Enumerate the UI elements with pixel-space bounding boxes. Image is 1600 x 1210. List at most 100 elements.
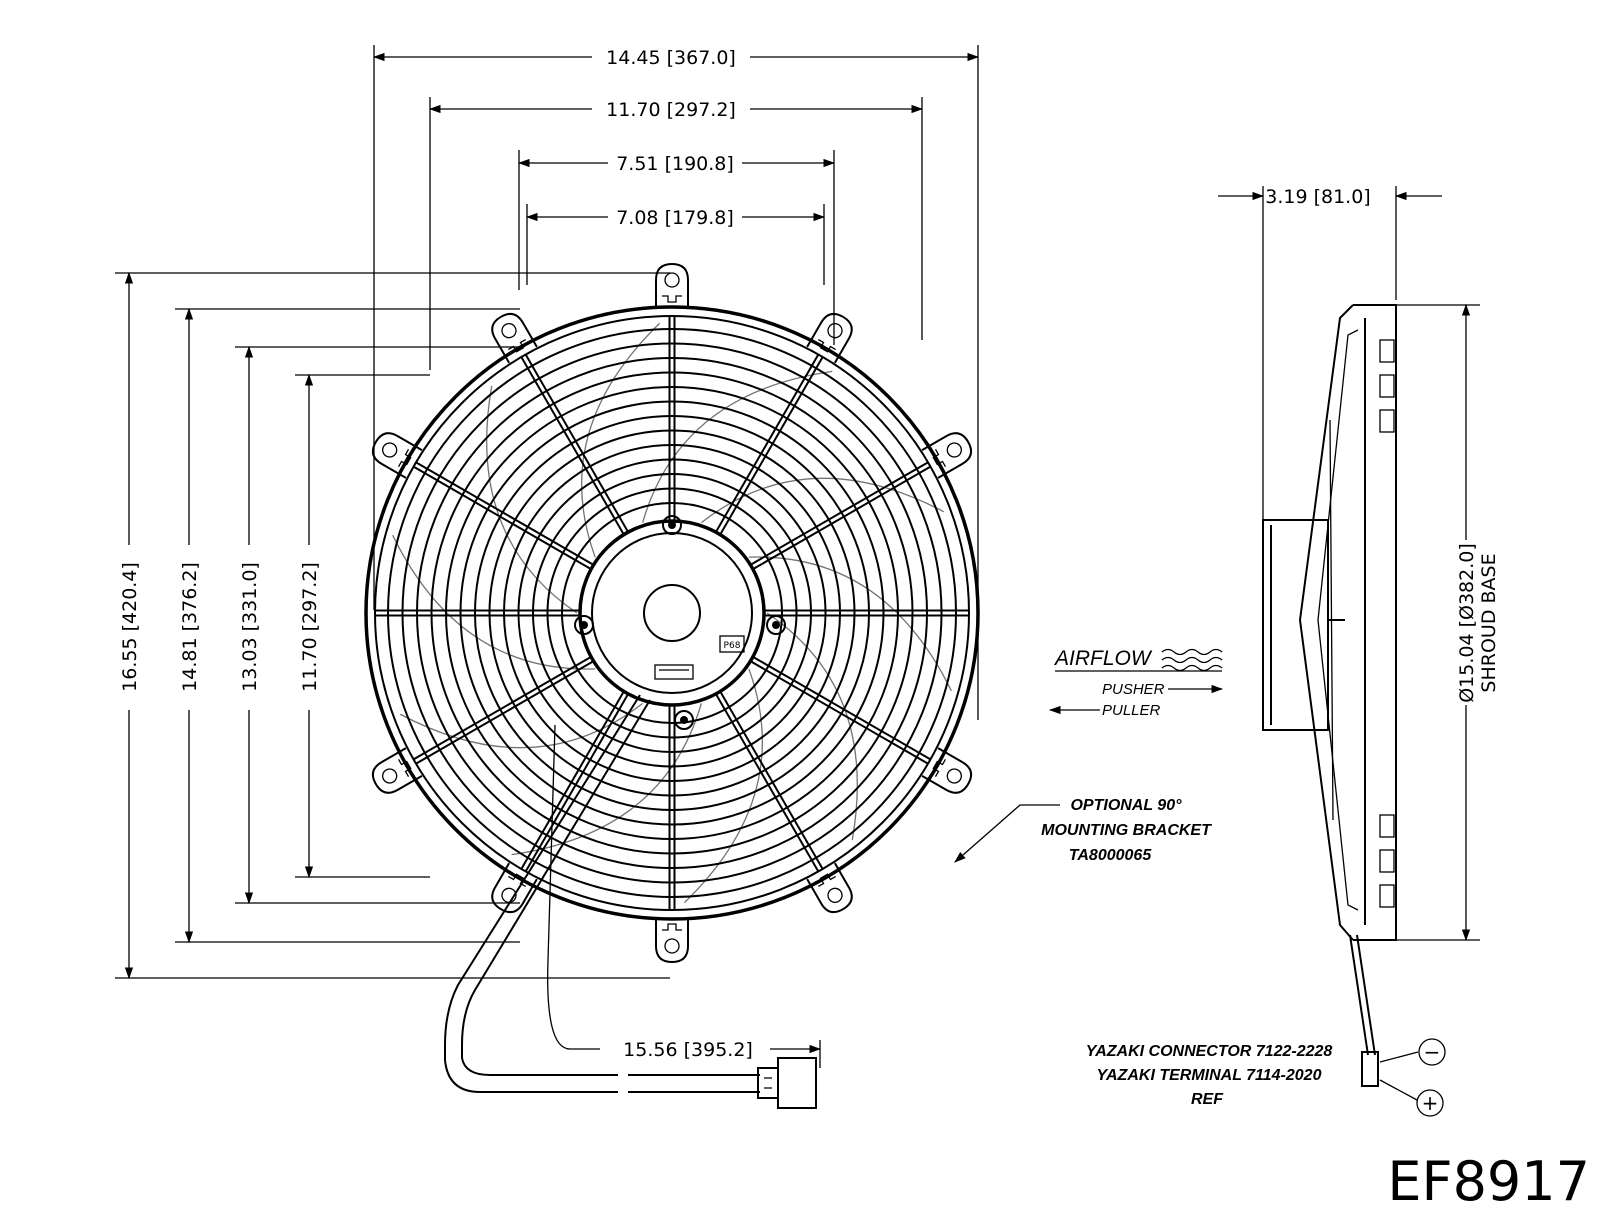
wire-lead-outer: [444, 694, 641, 1093]
guard-spoke: [520, 356, 625, 536]
fan-blade: [700, 477, 945, 524]
guard-spoke: [415, 660, 595, 765]
connector-body: [757, 1067, 779, 1099]
guard-spoke: [413, 465, 592, 571]
guard-spoke: [520, 690, 625, 870]
mount-hole: [827, 323, 843, 339]
dim-lead-length: 15.56 [395.2]: [547, 724, 822, 1068]
fan-blade: [511, 703, 702, 856]
plus-leader: [1379, 1079, 1418, 1101]
model-number: EF8917: [1387, 1150, 1590, 1210]
hub-label: P68: [724, 641, 741, 651]
guard-spoke: [719, 690, 824, 870]
hub-bolt-right: [766, 615, 786, 635]
svg-text:14.81 [376.2]: 14.81 [376.2]: [179, 562, 201, 692]
guard-ring: [401, 342, 943, 884]
blade-profile: [1317, 329, 1359, 911]
minus-sign: −: [1424, 1040, 1441, 1064]
wire-lead-inner: [461, 699, 651, 1076]
dim-width-mount-inner: 7.51 [190.8]: [517, 150, 836, 345]
svg-text:7.08 [179.8]: 7.08 [179.8]: [616, 207, 734, 229]
svg-text:OPTIONAL 90°: OPTIONAL 90°: [1070, 797, 1182, 814]
mounting-tab: [491, 862, 538, 914]
svg-text:MOUNTING BRACKET: MOUNTING BRACKET: [1041, 822, 1212, 839]
plus-sign: +: [1422, 1091, 1439, 1115]
motor-cap-side: [1262, 520, 1272, 730]
side-view: 3.19 [81.0] − +: [1218, 186, 1500, 1117]
fan-blade: [766, 612, 858, 841]
svg-text:3.19 [81.0]: 3.19 [81.0]: [1265, 186, 1370, 208]
dim-shroud-diameter: Ø15.04 [Ø382.0] SHROUD BASE: [1396, 303, 1500, 942]
svg-text:YAZAKI TERMINAL 7114-2020: YAZAKI TERMINAL 7114-2020: [1097, 1067, 1322, 1084]
fan-blade: [748, 556, 952, 692]
guard-ring: [561, 502, 783, 724]
guard-ring: [532, 473, 812, 753]
side-clips: [1379, 339, 1395, 908]
hub-bolt-bottom: [674, 710, 694, 730]
bracket-note: OPTIONAL 90° MOUNTING BRACKET TA8000065: [954, 797, 1212, 864]
mounting-tab: [371, 747, 423, 794]
guard-ring: [517, 458, 827, 768]
svg-text:15.56 [395.2]: 15.56 [395.2]: [623, 1039, 753, 1061]
mounting-tab: [806, 862, 853, 914]
svg-text:SHROUD BASE: SHROUD BASE: [1478, 553, 1500, 692]
dim-width-overall: 14.45 [367.0]: [372, 45, 980, 720]
guard-ring: [430, 371, 914, 855]
motor-nameplate: [654, 664, 694, 680]
connector-pins: [764, 1077, 772, 1089]
shroud-flange: [1353, 304, 1397, 941]
guard-spoke: [524, 693, 630, 872]
dim-width-mount-outer: 11.70 [297.2]: [428, 97, 924, 370]
guard-ring: [488, 429, 856, 797]
guard-ring: [459, 400, 885, 826]
guard-ring: [474, 415, 870, 811]
hub-bolt-left: [574, 615, 594, 635]
fan-blade: [392, 534, 596, 670]
mounting-tab: [655, 918, 689, 964]
mount-hole: [664, 938, 680, 954]
bracket-leader: [954, 804, 1060, 863]
plus-terminal-icon: [1416, 1089, 1444, 1117]
dim-height-mount-mid: 13.03 [331.0]: [235, 345, 520, 905]
svg-text:16.55 [420.4]: 16.55 [420.4]: [119, 562, 141, 692]
side-wire-b: [1356, 934, 1376, 1056]
mounting-tab: [655, 262, 689, 308]
svg-text:11.70 [297.2]: 11.70 [297.2]: [299, 562, 321, 692]
motor-hub-inner: [591, 532, 753, 694]
mounting-tab: [806, 312, 853, 364]
hub-label-box: [719, 635, 745, 653]
airflow-legend: AIRFLOW PUSHER PULLER: [1048, 647, 1224, 719]
guard-spoke: [752, 655, 931, 761]
airflow-wave-icon: [1161, 648, 1223, 672]
shroud-outer-ring: [364, 305, 980, 921]
connector-note: YAZAKI CONNECTOR 7122-2228 YAZAKI TERMIN…: [1086, 1043, 1333, 1108]
mounting-tab: [921, 747, 973, 794]
minus-leader: [1379, 1051, 1419, 1063]
svg-text:13.03 [331.0]: 13.03 [331.0]: [239, 562, 261, 692]
dim-depth: 3.19 [81.0]: [1218, 186, 1442, 520]
mounting-tab: [371, 432, 423, 479]
shroud-inner-ring: [374, 315, 970, 911]
airflow-title: AIRFLOW: [1053, 647, 1153, 670]
guard-spoke: [749, 461, 929, 566]
front-view: P68: [364, 262, 980, 1109]
airflow-puller: PULLER: [1102, 702, 1161, 719]
svg-text:Ø15.04 [Ø382.0]: Ø15.04 [Ø382.0]: [1456, 543, 1478, 703]
side-wire-a: [1349, 934, 1369, 1056]
mount-hole: [501, 887, 517, 903]
motor-hub: [578, 519, 766, 707]
side-connector: [1361, 1051, 1379, 1087]
mount-hole: [946, 442, 962, 458]
svg-text:REF: REF: [1191, 1091, 1224, 1108]
fan-blade: [683, 668, 764, 904]
mounting-tabs: [371, 262, 973, 964]
mount-hole: [664, 272, 680, 288]
svg-text:TA8000065: TA8000065: [1069, 847, 1153, 864]
dim-height-mount-outer: 14.81 [376.2]: [175, 307, 520, 944]
dim-height-overall: 16.55 [420.4]: [115, 271, 670, 980]
guard-spoke: [749, 660, 929, 765]
hub-bolt-top: [662, 515, 682, 535]
airflow-pusher: PUSHER: [1102, 681, 1165, 698]
guard-spoke: [524, 354, 630, 533]
connector-housing: [777, 1057, 817, 1109]
